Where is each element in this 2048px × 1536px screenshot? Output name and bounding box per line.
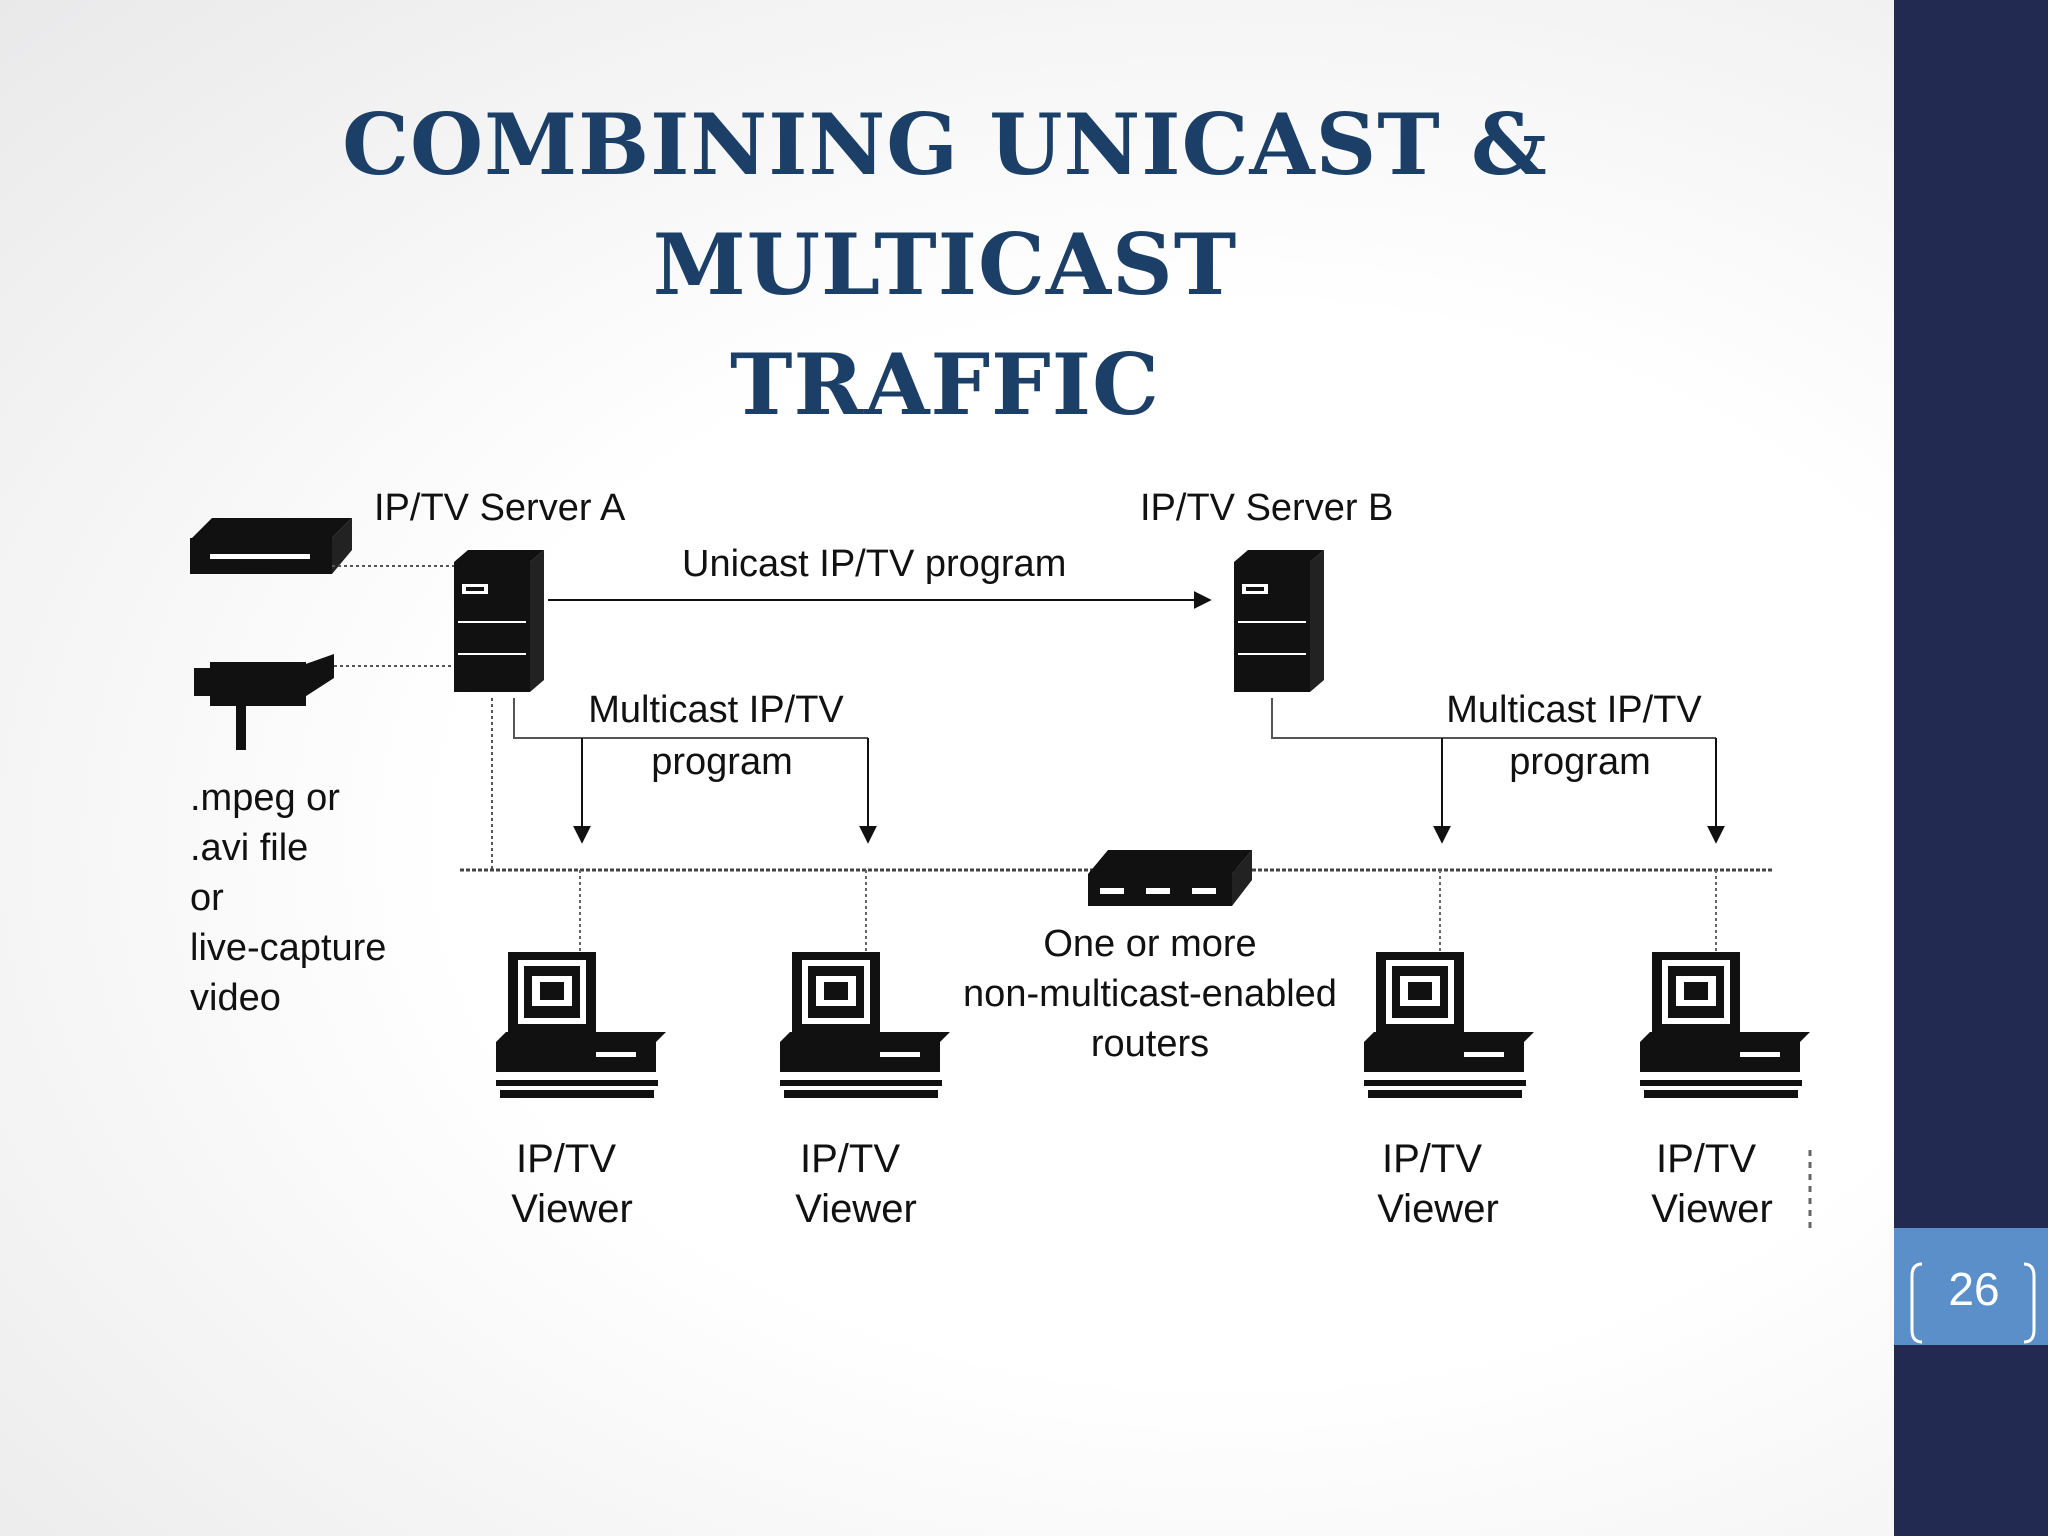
slide-title-line-2: TRAFFIC [730,335,1160,434]
multicast-b-label-2: program [1509,741,1651,783]
source-label-1: .mpeg or [190,777,340,819]
viewer-2-label-1: IP/TV [800,1137,900,1181]
slide-title-line-1: COMBINING UNICAST & MULTICAST [342,95,1548,314]
viewer-3-label-2: Viewer [1377,1187,1499,1231]
router-icon [1088,850,1252,906]
server-b-label: IP/TV Server B [1140,487,1393,529]
source-label-2: .avi file [190,827,308,869]
video-source-device-icon [190,518,352,574]
viewer-4-label-1: IP/TV [1656,1137,1756,1181]
viewer-3-label-1: IP/TV [1382,1137,1482,1181]
viewer-3-icon [1364,952,1534,1098]
viewer-4-icon [1640,952,1810,1098]
viewer-2-icon [780,952,950,1098]
server-b-icon [1233,549,1325,693]
page-number-box [1894,1228,2048,1345]
source-label-5: video [190,977,281,1019]
viewer-2-label-2: Viewer [795,1187,917,1231]
multicast-a-label-1: Multicast IP/TV [588,689,844,731]
multicast-b-label-1: Multicast IP/TV [1446,689,1702,731]
unicast-label: Unicast IP/TV program [682,543,1066,585]
viewer-1-label-1: IP/TV [516,1137,616,1181]
server-a-label: IP/TV Server A [374,487,626,529]
multicast-a-label-2: program [651,741,793,783]
router-label-1: One or more [1043,923,1256,965]
router-label-3: routers [1091,1023,1209,1065]
multicast-b-path [1271,698,1716,739]
source-label-4: live-capture [190,927,386,969]
page-number: 26 [1948,1263,2000,1315]
router-label-2: non-multicast-enabled [963,973,1337,1015]
multicast-a-path [513,698,868,739]
slide-title: COMBINING UNICAST & MULTICAST TRAFFIC [90,85,1800,445]
viewer-1-icon [496,952,666,1098]
server-a-icon [453,549,545,693]
source-label-3: or [190,877,224,919]
viewer-1-label-2: Viewer [511,1187,633,1231]
viewer-4-label-2: Viewer [1651,1187,1773,1231]
video-camera-icon [194,654,334,750]
